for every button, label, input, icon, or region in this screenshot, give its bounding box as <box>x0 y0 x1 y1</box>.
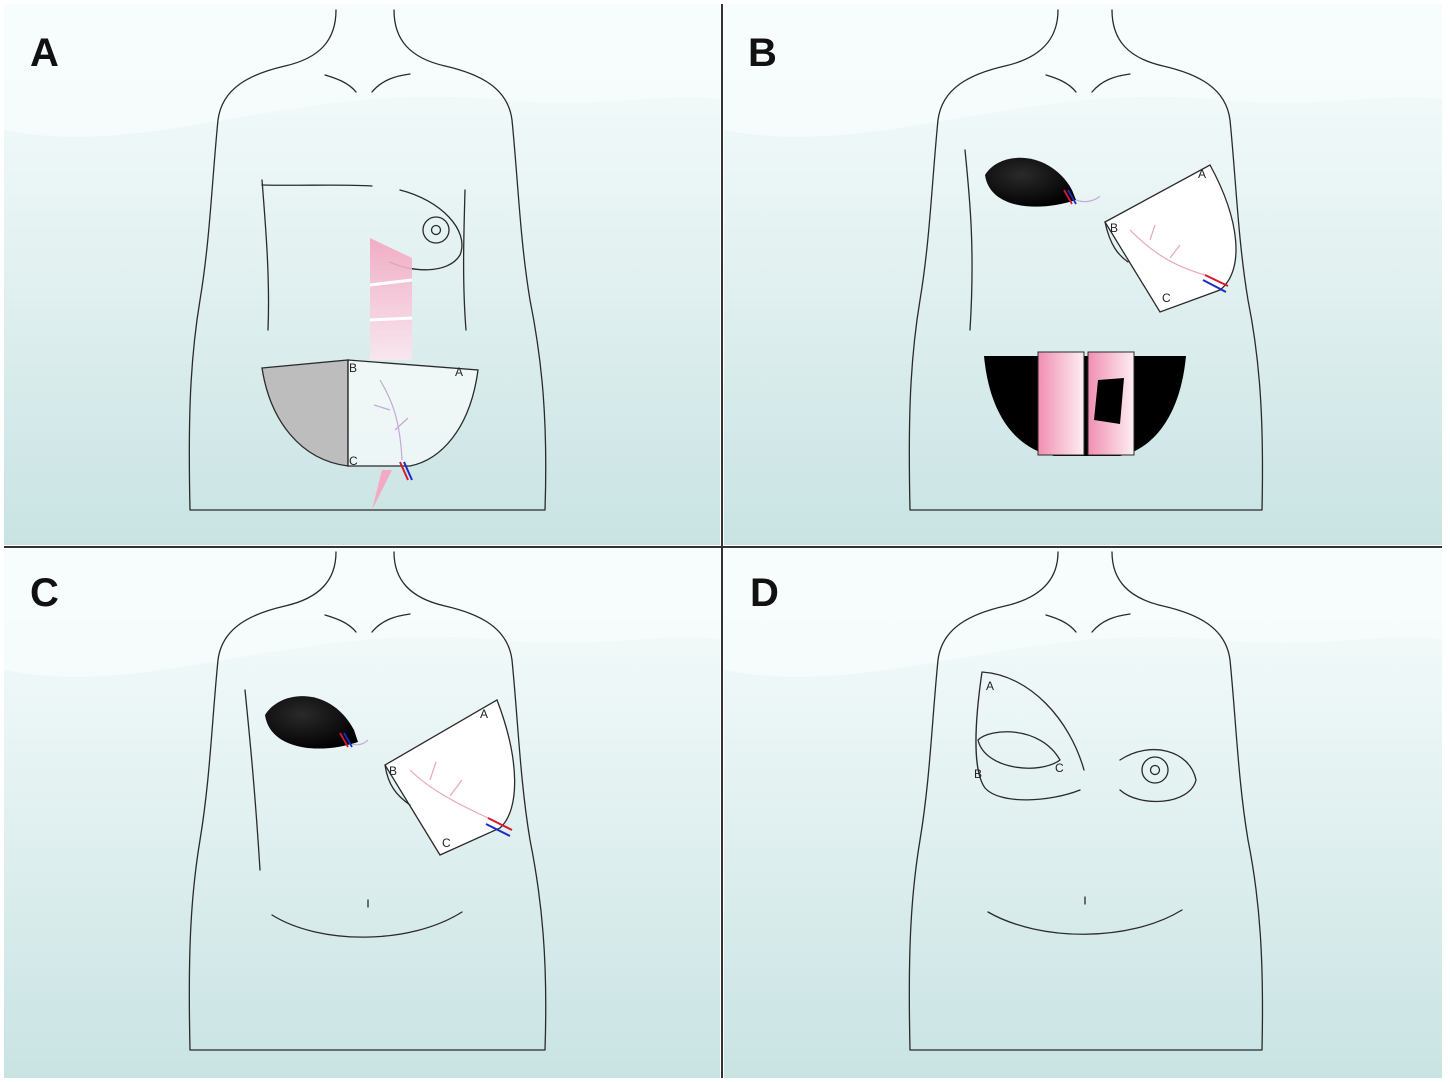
panel-c-flap-label-c: C <box>442 836 451 850</box>
panel-a: A A B C <box>4 4 720 545</box>
panel-d-flap-label-a: A <box>986 679 994 693</box>
panel-a-rectus-muscle <box>370 238 412 360</box>
panel-b-flap-label-a: A <box>1198 167 1206 181</box>
panel-d-label: D <box>750 571 779 615</box>
panel-b-rectus-left <box>1038 352 1084 455</box>
panel-b-flap-label-b: B <box>1110 221 1118 235</box>
panel-b-fascia-defect <box>1094 378 1124 424</box>
panel-d: D A B C <box>724 549 1442 1078</box>
panel-d-flap-label-b: B <box>974 767 982 781</box>
panel-c-flap-label-b: B <box>389 764 397 778</box>
panel-b-label: B <box>748 31 777 75</box>
panel-a-flap-label-c: C <box>349 454 358 468</box>
panel-d-flap-label-c: C <box>1055 761 1064 775</box>
panel-a-tendinous-2 <box>370 318 412 320</box>
panel-b: B A B C <box>724 4 1442 545</box>
panel-a-label: A <box>30 31 59 75</box>
panel-a-flap-label-b: B <box>349 361 357 375</box>
panel-c: C A B C <box>4 549 720 1078</box>
panel-b-flap-label-c: C <box>1162 291 1171 305</box>
panel-c-label: C <box>30 571 59 615</box>
panel-a-flap-label-a: A <box>455 365 463 379</box>
panel-c-flap-label-a: A <box>480 707 488 721</box>
